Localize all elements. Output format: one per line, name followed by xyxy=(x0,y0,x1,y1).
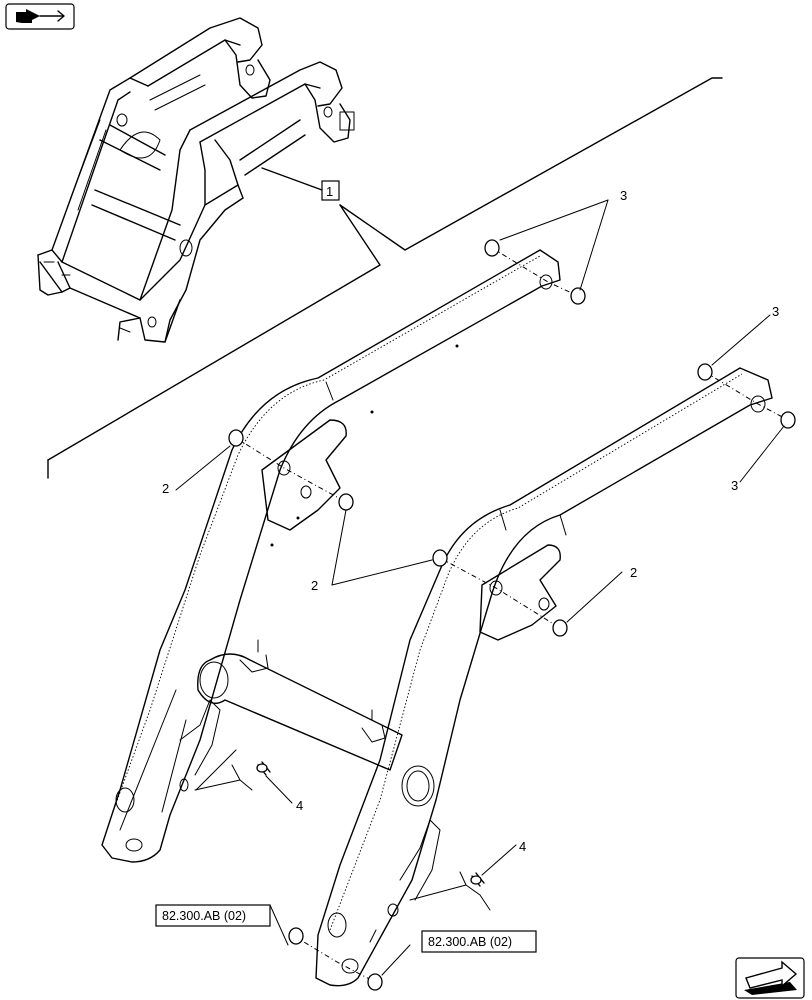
grease-fitting-set xyxy=(256,761,485,887)
reference-left-label: 82.300.AB (02) xyxy=(162,909,246,923)
callout-3-label-lower: 3 xyxy=(731,478,738,493)
callout-1-leaders xyxy=(47,77,723,479)
callout-4-label-left: 4 xyxy=(296,798,303,813)
callout-2-label-center: 2 xyxy=(311,578,318,593)
callout-1-box xyxy=(321,180,340,201)
bushing-set xyxy=(228,239,796,991)
callout-3-label-top: 3 xyxy=(620,188,627,203)
reference-right-label: 82.300.AB (02) xyxy=(428,935,512,949)
loader-assembly-illustration xyxy=(37,17,355,343)
callout-3-label-right: 3 xyxy=(772,304,779,319)
navigate-next-icon[interactable] xyxy=(735,957,805,999)
callout-1-label: 1 xyxy=(326,184,333,199)
loader-arm-frame xyxy=(101,249,773,987)
callout-leaders xyxy=(175,199,785,976)
callout-2-label-right: 2 xyxy=(630,565,637,580)
callout-4-label-right: 4 xyxy=(519,839,526,854)
callout-2-label-left: 2 xyxy=(162,481,169,496)
reference-link-right[interactable]: 82.300.AB (02) xyxy=(421,930,537,953)
reference-link-left[interactable]: 82.300.AB (02) xyxy=(155,904,271,927)
navigate-back-icon[interactable] xyxy=(5,3,75,30)
